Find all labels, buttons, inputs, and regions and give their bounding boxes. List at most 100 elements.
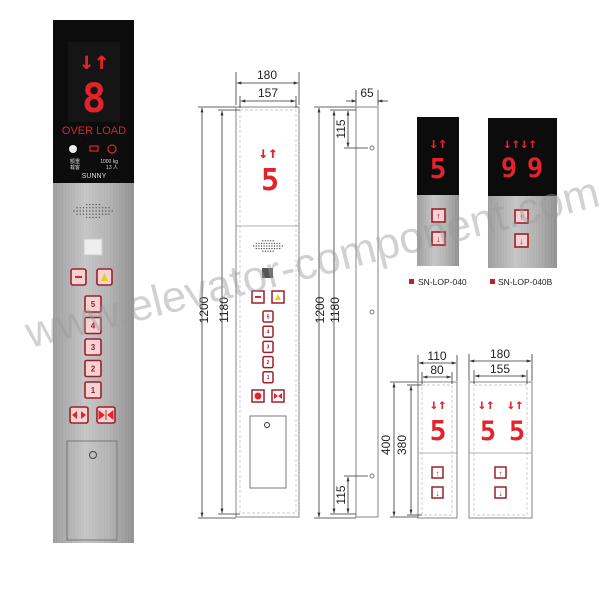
speaker-hole	[266, 242, 268, 245]
fixing-slot	[369, 145, 375, 151]
speaker-hole	[273, 242, 276, 245]
load-label: 额重	[70, 158, 80, 165]
direction-arrows: ↓↑↓↑	[503, 136, 537, 152]
door-close-icon	[274, 393, 282, 399]
floor-button-4[interactable]	[84, 316, 102, 335]
floor-button-2[interactable]	[262, 355, 274, 369]
floor-button-4[interactable]	[262, 325, 274, 338]
hall-call-down-button[interactable]	[494, 486, 507, 499]
speaker-hole	[273, 245, 276, 247]
up-arrow-icon: ↑	[519, 212, 524, 222]
bell-icon	[275, 294, 281, 300]
speaker-hole	[85, 213, 88, 215]
cop-photo: ↓↑ 8 OVER LOAD 额重 载客 1000 kg 13 人 SUNNY …	[53, 20, 134, 543]
dim-depth: 65	[360, 86, 374, 100]
floor-button-3[interactable]	[262, 340, 274, 354]
fixing-slot	[369, 473, 375, 479]
dim-height-outer: 400	[379, 435, 393, 455]
up-arrow-icon: ↑	[436, 211, 441, 221]
floor-button-label: 5	[267, 314, 270, 320]
speaker-hole	[276, 242, 278, 245]
speaker-hole	[268, 242, 270, 245]
speaker-hole	[267, 250, 269, 252]
hall-call-up-button[interactable]	[514, 209, 529, 224]
floor-digit: 5	[430, 414, 447, 447]
speaker-hole	[266, 245, 268, 247]
floor-button-5[interactable]	[84, 295, 102, 313]
floor-button-label: 1	[91, 386, 96, 395]
hall-call-up-button[interactable]	[431, 208, 446, 223]
door-open-button[interactable]	[69, 406, 89, 424]
speaker-hole	[258, 242, 260, 245]
speaker-hole	[89, 213, 91, 215]
speaker-hole	[263, 247, 265, 250]
floor-digit-ones: 9	[527, 153, 543, 184]
floor-button-1[interactable]	[84, 381, 102, 399]
dim-width-outer: 180	[490, 347, 510, 361]
floor-button-label: 3	[91, 343, 96, 352]
speaker-hole	[263, 242, 265, 245]
speaker-hole	[95, 210, 97, 212]
hall-call-up-button[interactable]	[431, 466, 444, 479]
lop-photo-040b: ↓↑↓↑ 9 9 ↑ ↓ SN-LOP-040B	[488, 118, 557, 287]
floor-button-2[interactable]	[84, 359, 102, 378]
speaker-hole	[95, 203, 97, 206]
speaker-hole	[92, 203, 94, 206]
floor-digit: 8	[82, 76, 106, 122]
alarm-indicator-icon	[89, 145, 99, 152]
service-cabinet[interactable]	[249, 415, 287, 489]
speaker-hole	[95, 216, 97, 219]
floor-button-label: 2	[91, 364, 96, 373]
service-cabinet[interactable]	[66, 440, 118, 541]
phone-icon	[255, 296, 261, 298]
load-value: 1000 kg	[100, 159, 118, 165]
dim-height-outer: 1200	[313, 296, 327, 323]
floor-digit-tens: 9	[501, 153, 517, 184]
speaker-hole	[281, 245, 283, 247]
floor-button-3[interactable]	[84, 338, 102, 356]
speaker-hole	[262, 240, 264, 242]
hall-call-down-button[interactable]	[514, 233, 529, 248]
floor-button-label: 5	[91, 300, 96, 309]
speaker-hole	[92, 213, 94, 215]
speaker-hole	[85, 210, 88, 212]
speaker-hole	[279, 247, 281, 250]
no-smoking-icon	[107, 144, 117, 154]
door-close-icon	[98, 409, 114, 421]
hall-call-up-button[interactable]	[494, 466, 507, 479]
direction-arrows: ↓↑	[429, 134, 447, 152]
speaker-grille	[73, 203, 113, 219]
speaker-hole	[267, 240, 269, 242]
speaker-hole	[89, 210, 91, 212]
speaker-hole	[105, 213, 107, 215]
speaker-hole	[276, 245, 278, 247]
floor-button-5[interactable]	[262, 310, 274, 323]
speaker-hole	[79, 213, 81, 215]
up-arrow-icon: ↑	[436, 469, 440, 478]
floor-digit-ones: 5	[509, 416, 525, 447]
dim-top-offset: 115	[334, 119, 348, 138]
down-arrow-icon: ↓	[436, 489, 440, 498]
lop-drawing-single: ↓↑ 5 ↑ ↓ 110 80 400 380	[379, 349, 458, 519]
speaker-hole	[271, 247, 273, 250]
floor-digit: 5	[261, 163, 279, 198]
floor-digit-tens: 5	[480, 416, 496, 447]
speaker-hole	[255, 247, 257, 250]
dim-width-inner: 155	[490, 362, 510, 376]
door-open-icon	[72, 411, 86, 419]
speaker-hole	[279, 242, 281, 245]
speaker-hole	[98, 210, 101, 212]
hall-call-down-button[interactable]	[431, 231, 446, 246]
floor-button-label: 3	[267, 345, 270, 351]
floor-button-1[interactable]	[262, 371, 274, 384]
lop-display	[488, 118, 557, 196]
floor-button-label: 4	[267, 329, 270, 335]
hall-call-down-button[interactable]	[431, 486, 444, 499]
speaker-hole	[260, 242, 263, 245]
speaker-hole	[268, 247, 270, 250]
speaker-hole	[95, 213, 97, 215]
speaker-hole	[111, 210, 113, 212]
dim-width-inner: 157	[258, 86, 278, 100]
speaker-hole	[266, 247, 268, 250]
speaker-hole	[79, 207, 81, 209]
